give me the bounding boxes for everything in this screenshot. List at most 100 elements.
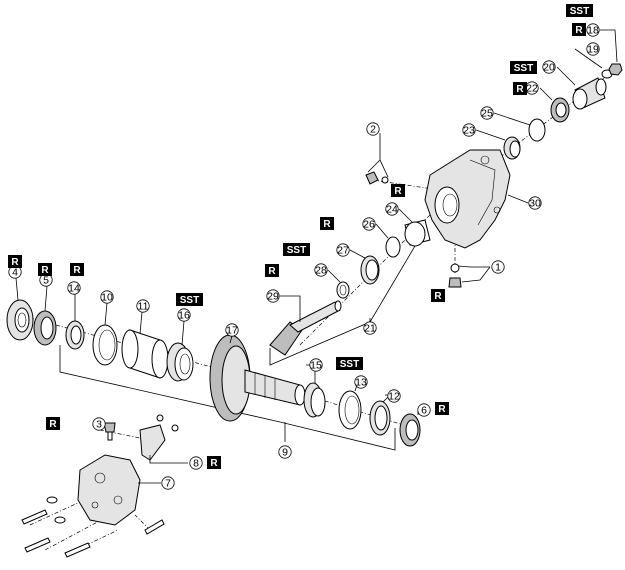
callout-number: 22 bbox=[526, 83, 538, 95]
part-cover-bolts bbox=[21, 496, 165, 558]
tag-label: R bbox=[575, 25, 583, 36]
callout-7: 7 bbox=[161, 476, 175, 490]
callout-19: 19 bbox=[586, 42, 600, 56]
callout-1: 1 bbox=[491, 260, 505, 274]
part-bearing-15 bbox=[303, 382, 326, 418]
tag-background bbox=[513, 82, 527, 95]
sst-tag: SST bbox=[566, 4, 593, 17]
leader-lines bbox=[15, 29, 618, 484]
callout-number: 17 bbox=[226, 325, 238, 337]
tag-label: SST bbox=[514, 63, 533, 74]
tag-label: SST bbox=[340, 359, 359, 370]
callout-30: 30 bbox=[528, 196, 542, 210]
callout-8: 8 bbox=[189, 456, 203, 470]
callout-number: 26 bbox=[363, 219, 375, 231]
callout-16: 16 bbox=[177, 308, 191, 322]
part-spacer-24 bbox=[404, 219, 431, 247]
tag-label: R bbox=[268, 266, 276, 277]
callout-number: 1 bbox=[495, 262, 501, 274]
part-shim-14 bbox=[65, 320, 85, 350]
callout-number: 9 bbox=[282, 447, 288, 459]
tag-background bbox=[283, 243, 310, 256]
part-carrier-housing-30 bbox=[424, 149, 511, 249]
callout-number: 6 bbox=[421, 405, 427, 417]
callout-circle bbox=[314, 263, 328, 277]
callout-24: 24 bbox=[385, 202, 399, 216]
callout-number: 11 bbox=[138, 301, 149, 313]
part-race-26 bbox=[385, 236, 401, 258]
callout-number: 7 bbox=[165, 478, 171, 490]
callout-circle bbox=[480, 106, 494, 120]
callout-circle bbox=[387, 389, 401, 403]
part-lock-nut-18 bbox=[608, 63, 623, 76]
callout-circle bbox=[362, 217, 376, 231]
callout-number: 25 bbox=[481, 108, 493, 120]
part-bearing-race-13 bbox=[338, 390, 362, 430]
callout-circle bbox=[462, 123, 476, 137]
callout-circle bbox=[586, 42, 600, 56]
callout-number: 14 bbox=[68, 283, 80, 295]
callout-number: 27 bbox=[337, 245, 349, 257]
callout-circle bbox=[161, 476, 175, 490]
tag-background bbox=[510, 61, 537, 74]
part-bearing-23 bbox=[503, 136, 521, 160]
callout-29: 29 bbox=[266, 289, 280, 303]
callout-9: 9 bbox=[278, 445, 292, 459]
part-race-25 bbox=[528, 118, 546, 142]
callout-6: 6 bbox=[417, 403, 431, 417]
callout-circle bbox=[278, 445, 292, 459]
tag-background bbox=[572, 23, 586, 36]
r-tag: R bbox=[431, 289, 445, 302]
tag-background bbox=[46, 417, 60, 430]
tag-background bbox=[176, 293, 203, 306]
callout-12: 12 bbox=[387, 389, 401, 403]
callout-circle bbox=[366, 122, 380, 136]
callout-number: 12 bbox=[388, 391, 400, 403]
r-tag: R bbox=[70, 263, 84, 276]
tag-background bbox=[265, 264, 279, 277]
part-shim-12 bbox=[369, 400, 391, 436]
part-bearing-16 bbox=[166, 342, 194, 382]
callout-circle bbox=[67, 281, 81, 295]
callout-number: 19 bbox=[587, 44, 599, 56]
callout-circle bbox=[309, 358, 323, 372]
callout-number: 5 bbox=[43, 275, 49, 287]
callout-number: 24 bbox=[386, 204, 398, 216]
callout-number: 2 bbox=[370, 124, 376, 136]
tag-background bbox=[38, 263, 52, 276]
tag-background bbox=[431, 289, 445, 302]
callout-circle bbox=[491, 260, 505, 274]
callout-circle bbox=[189, 456, 203, 470]
callout-13: 13 bbox=[354, 375, 368, 389]
callout-number: 29 bbox=[267, 291, 279, 303]
tag-label: R bbox=[41, 265, 49, 276]
callout-number: 3 bbox=[96, 419, 102, 431]
tag-label: SST bbox=[180, 295, 199, 306]
part-oil-seal-4 bbox=[6, 299, 34, 341]
callout-number: 28 bbox=[315, 265, 327, 277]
sst-tag: SST bbox=[176, 293, 203, 306]
part-diff-cover-7 bbox=[77, 454, 141, 526]
callout-17: 17 bbox=[225, 323, 239, 337]
callout-10: 10 bbox=[100, 290, 114, 304]
tag-label: R bbox=[323, 219, 331, 230]
part-plug-2 bbox=[365, 171, 389, 185]
callout-circle bbox=[100, 290, 114, 304]
callout-15: 15 bbox=[309, 358, 323, 372]
callout-circle bbox=[363, 321, 377, 335]
callout-2: 2 bbox=[366, 122, 380, 136]
sst-tag: SST bbox=[336, 357, 363, 370]
callout-circle bbox=[528, 196, 542, 210]
callout-circle bbox=[336, 243, 350, 257]
tag-label: R bbox=[49, 419, 57, 430]
r-tag: R bbox=[435, 402, 449, 415]
callout-number: 16 bbox=[178, 310, 190, 322]
r-tag: R bbox=[391, 184, 405, 197]
callout-circle bbox=[266, 289, 280, 303]
callout-18: 18 bbox=[586, 23, 600, 37]
callout-14: 14 bbox=[67, 281, 81, 295]
tag-label: R bbox=[438, 404, 446, 415]
callout-circle bbox=[354, 375, 368, 389]
callout-circle bbox=[586, 23, 600, 37]
